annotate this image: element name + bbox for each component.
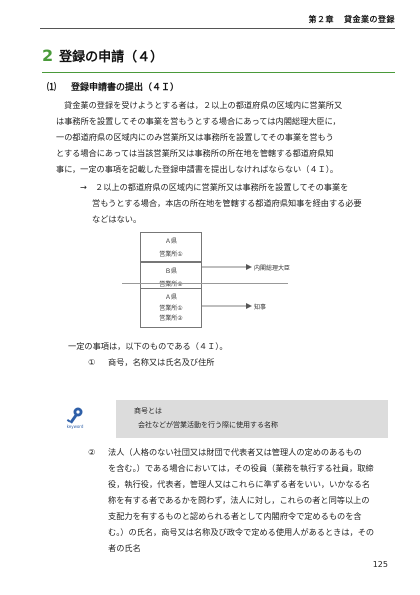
item-2-line-1: 法人（人格のない社団又は財団で代表者又は管理人の定めのあるもの <box>108 447 362 457</box>
page-number: 125 <box>372 560 388 569</box>
box-a-office-label: 営業所① <box>159 251 183 258</box>
key-icon <box>66 407 83 424</box>
note-arrow: → <box>80 182 87 192</box>
box-b-pref-label: Ｂ県 <box>164 268 177 275</box>
section-number: 2 <box>42 46 54 65</box>
section-title-rule <box>42 72 395 73</box>
section-title: 2 登録の申請（４） <box>42 46 163 66</box>
main-paragraph-line-2: は事務所を設置してその事業を営もうとする場合にあっては内閣総理大臣に， <box>56 116 341 126</box>
item-2-line-4: 称を有する者であるかを問わず，法人に対し，これらの者と同等以上の <box>108 495 370 505</box>
subsection-heading: ⑴ 登録申請書の提出（４Ｉ） <box>47 80 179 93</box>
note-line-2: 営もうとする場合，本店の所在地を管轄する都道府県知事を経由する必要 <box>92 198 362 208</box>
main-paragraph-line-5: 事に，一定の事項を記載した登録申請書を提出しなければならない（４Ｉ）。 <box>56 164 339 174</box>
item-1: ① 商号，名称又は氏名及び住所 <box>88 354 214 370</box>
destination-prime-minister: 内閣総理大臣 <box>254 265 291 272</box>
keyword-callout: 商号とは 会社などが営業活動を行う際に使用する名称 <box>116 400 388 438</box>
box-a2-office1-label: 営業所① <box>159 305 183 312</box>
box-a2-office2-label: 営業所② <box>159 315 183 322</box>
section-title-text: 登録の申請（４） <box>59 50 164 65</box>
diagram-box-a-prefecture: Ａ県 営業所① <box>140 232 202 262</box>
running-header: 第２章 貸金業の登録 <box>0 14 395 25</box>
diagram-divider <box>122 283 288 284</box>
main-paragraph-line-1: 貸金業の登録を受けようとする者は，２以上の都道府県の区域内に営業所又 <box>64 100 343 110</box>
main-paragraph-line-4: とする場合にあっては当該営業所又は事務所の所在地を管轄する都道府県知 <box>56 148 334 158</box>
subsection-number: ⑴ <box>47 83 57 93</box>
destination-governor: 知事 <box>254 304 267 311</box>
note-line-3: などはない。 <box>92 214 142 224</box>
item-2-line-3: 役，執行役，代表者，管理人又はこれらに準ずる者をいい，いかなる名 <box>108 479 371 489</box>
keyword-term: 商号とは <box>134 407 162 415</box>
item-2-mark: ② <box>88 447 96 457</box>
item-2-line-2: を含む。）である場合においては，その役員（業務を執行する社員，取締 <box>108 463 374 473</box>
header-rule <box>40 28 395 29</box>
keyword-icon-label: keyword <box>66 424 84 429</box>
item-1-text: 商号，名称又は氏名及び住所 <box>108 357 215 367</box>
chapter-label: 第２章 <box>308 15 334 24</box>
diagram-box-a-prefecture-2: Ａ県 営業所① 営業所② <box>140 288 202 328</box>
arrow-to-governor <box>202 303 252 309</box>
item-2-line-6: む。）の氏名，商号又は名称及び政令で定める使用人があるときは，その <box>108 527 375 537</box>
main-paragraph-line-3: 一の都道府県の区域内にのみ営業所又は事務所を設置してその事業を営もう <box>56 132 334 142</box>
arrow-to-pm <box>202 264 252 270</box>
box-a-pref-label: Ａ県 <box>164 238 177 245</box>
keyword-definition: 会社などが営業活動を行う際に使用する名称 <box>138 421 278 429</box>
box-a2-pref-label: Ａ県 <box>164 294 177 301</box>
chapter-title: 貸金業の登録 <box>344 15 395 24</box>
box-b-office-label: 営業所② <box>159 281 183 288</box>
diagram-box-b-prefecture: Ｂ県 営業所② <box>140 262 202 292</box>
item-2-line-7: 者の氏名 <box>108 543 141 553</box>
item-2-line-5: 支配力を有するものと認められる者として内閣府令で定めるものを含 <box>108 511 362 521</box>
subsection-title: 登録申請書の提出（４Ｉ） <box>71 83 180 93</box>
item-2: ② 法人（人格のない社団又は財団で代表者又は管理人の定めのあるもの <box>88 444 362 460</box>
items-intro: 一定の事項は，以下のものである（４Ｉ）。 <box>68 341 228 351</box>
item-1-mark: ① <box>88 357 96 367</box>
note-line-1: ２以上の都道府県の区域内に営業所又は事務所を設置してその事業を <box>95 182 349 192</box>
